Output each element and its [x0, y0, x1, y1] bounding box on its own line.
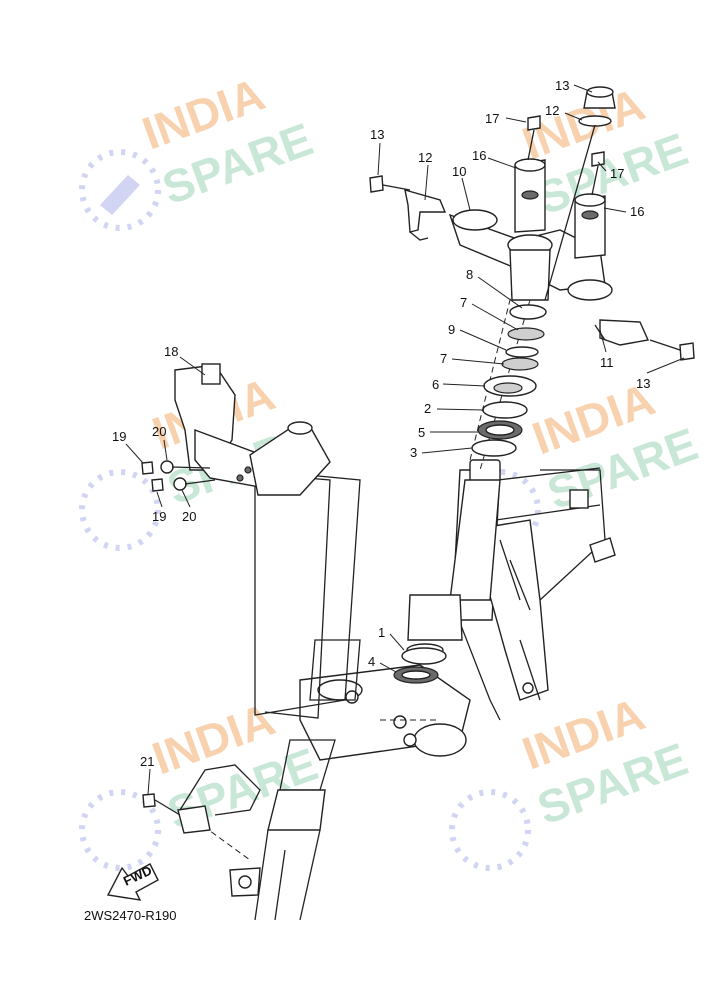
part-1-race	[401, 647, 447, 665]
part-13b-bolt	[679, 342, 695, 361]
callout-13b: 13	[636, 376, 650, 391]
part-9-washer	[505, 346, 539, 358]
callout-12: 12	[418, 150, 432, 165]
callout-14: 12	[545, 103, 559, 118]
callout-7: 7	[460, 295, 467, 310]
callout-2: 2	[424, 401, 431, 416]
part-2-race	[482, 401, 528, 419]
callout-16: 16	[472, 148, 486, 163]
callout-7b: 7	[440, 351, 447, 366]
part-19a-bolt	[141, 461, 154, 475]
part-7b-lock-washer	[501, 357, 539, 371]
callout-17b: 17	[610, 166, 624, 181]
callout-15: 13	[555, 78, 569, 93]
callout-20b: 20	[182, 509, 196, 524]
part-7-lock-washer	[507, 327, 545, 341]
diagram-code: 2WS2470-R190	[84, 908, 177, 923]
cable-guide-21	[142, 764, 261, 834]
watermark-top-right: INDIA SPARE	[79, 68, 319, 231]
callout-21: 21	[140, 754, 154, 769]
callout-6: 6	[432, 377, 439, 392]
part-20b-washer	[173, 477, 187, 491]
callout-4: 4	[368, 654, 375, 669]
part-13a-bolt	[369, 175, 384, 193]
watermark-bottom-right: INDIA SPARE	[449, 688, 694, 871]
part-14-washer	[578, 115, 612, 127]
part-3-race	[471, 439, 517, 457]
callout-9: 9	[448, 322, 455, 337]
part-21-bolt	[142, 793, 156, 808]
callout-17: 17	[485, 111, 499, 126]
headlight-bracket	[141, 363, 331, 496]
part-19b-bolt	[151, 478, 164, 492]
cable-guides	[369, 175, 695, 361]
callout-11: 11	[600, 355, 614, 370]
callout-1: 1	[378, 625, 385, 640]
watermark-bottom-left: INDIA SPARE	[79, 693, 324, 871]
callout-13: 13	[370, 127, 384, 142]
part-12-guide	[404, 189, 447, 233]
part-8-nut	[509, 304, 547, 320]
part-17b-bolt	[591, 151, 605, 167]
callout-8: 8	[466, 267, 473, 282]
part-11-guide	[599, 319, 650, 346]
front-fork	[229, 639, 361, 921]
callout-10: 10	[452, 164, 466, 179]
part-17a-bolt	[527, 115, 541, 131]
upper-bracket	[448, 86, 616, 301]
callout-19b: 19	[152, 509, 166, 524]
callout-20: 20	[152, 424, 166, 439]
callout-16b: 16	[630, 204, 644, 219]
callout-3: 3	[410, 445, 417, 460]
fwd-arrow: FWD	[106, 863, 159, 901]
callout-19: 19	[112, 429, 126, 444]
callout-labels: 13 12 17 16 17 16 10 12 13 8 7 9 7 6 2 5…	[112, 78, 650, 769]
callout-18: 18	[164, 344, 178, 359]
part-20a-washer	[160, 460, 174, 474]
leader-lines	[125, 84, 685, 795]
callout-5: 5	[418, 425, 425, 440]
steering-stem	[299, 459, 501, 761]
bearing-stack	[393, 304, 547, 684]
